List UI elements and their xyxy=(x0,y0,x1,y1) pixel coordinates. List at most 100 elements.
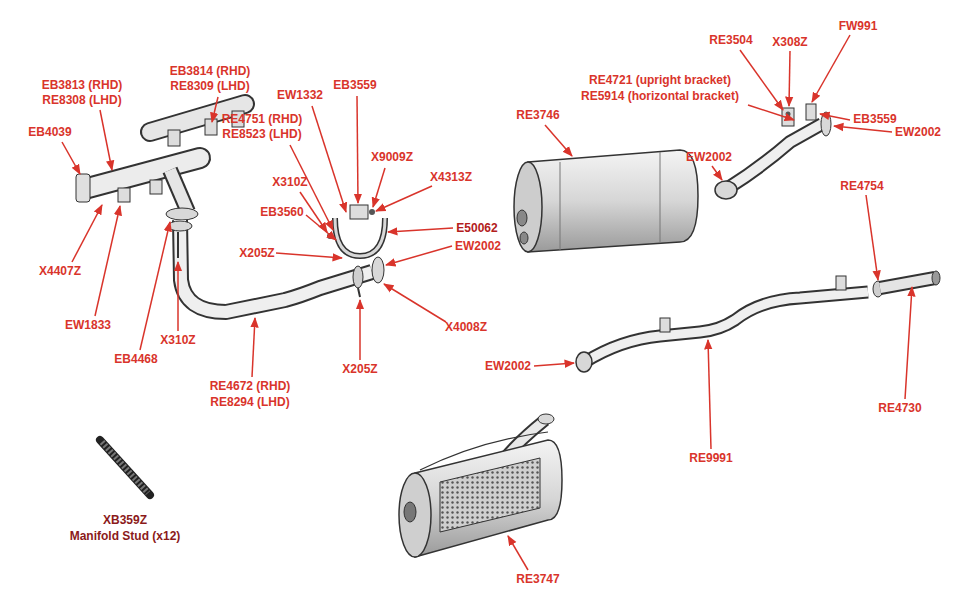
muffler-end xyxy=(399,473,431,557)
leader-line xyxy=(748,105,794,120)
leader-lines xyxy=(62,35,912,570)
stud-thread xyxy=(102,442,148,493)
bracket-plate xyxy=(350,205,368,219)
leader-line xyxy=(740,50,783,110)
part-number: X4008Z xyxy=(445,320,487,334)
stud xyxy=(177,232,179,258)
part-number: EB4039 xyxy=(28,125,71,139)
rear-muffler xyxy=(399,414,562,557)
leader-line xyxy=(373,168,385,207)
down-pipe xyxy=(168,205,385,312)
part-number: EW1833 xyxy=(65,318,111,332)
part-number: EB3559 xyxy=(853,112,896,126)
leader-line xyxy=(177,262,179,331)
muffler-end xyxy=(514,162,542,252)
part-number: EW2002 xyxy=(485,359,531,373)
part-number: X4313Z xyxy=(430,170,472,184)
part-number: RE5914 (horizontal bracket) xyxy=(581,89,739,103)
part-number: EB3813 (RHD) xyxy=(42,78,123,92)
pipe xyxy=(585,292,868,362)
leader-line xyxy=(712,166,722,180)
seam xyxy=(660,152,661,243)
leader-line xyxy=(252,318,255,377)
seam xyxy=(560,162,561,250)
tailpipe xyxy=(880,278,935,288)
leader-line xyxy=(95,206,120,316)
part-number: RE8308 (LHD) xyxy=(42,93,121,107)
part-number: X4407Z xyxy=(39,264,81,278)
pipe-flange xyxy=(576,352,592,372)
leader-line xyxy=(140,222,170,350)
leader-line xyxy=(545,125,572,156)
leader-line xyxy=(388,228,453,232)
part-number: RE4672 (RHD) xyxy=(210,379,291,393)
clamp xyxy=(353,266,363,288)
leader-line xyxy=(708,340,711,449)
leader-line xyxy=(834,126,892,132)
part-number: RE4730 xyxy=(878,401,921,415)
bolt xyxy=(369,209,375,215)
bracket xyxy=(335,218,385,256)
intermediate-pipe xyxy=(715,104,831,199)
manifold-port xyxy=(150,180,162,194)
part-number: RE9991 xyxy=(689,451,732,465)
rear-pipe xyxy=(576,271,940,372)
part-number: EW2002 xyxy=(686,150,732,164)
part-number: RE3747 xyxy=(516,572,559,586)
part-number: RE4721 (upright bracket) xyxy=(589,73,731,87)
perforated-core xyxy=(440,458,540,532)
leader-line xyxy=(212,97,218,122)
bolt xyxy=(358,288,360,297)
muffler-outlet xyxy=(404,502,416,522)
part-number: RE3746 xyxy=(516,108,559,122)
manifold-flange xyxy=(76,174,90,202)
part-number: EW2002 xyxy=(895,125,941,139)
stud-caption: Manifold Stud (x12) xyxy=(70,529,181,543)
pipe-flange xyxy=(372,257,384,283)
part-number: EB3559 xyxy=(333,78,376,92)
leader-line xyxy=(866,195,878,280)
part-number: EW1332 xyxy=(277,88,323,102)
part-number: EB4468 xyxy=(114,352,157,366)
nut xyxy=(786,112,791,117)
front-manifold xyxy=(76,158,200,220)
part-number: RE3504 xyxy=(709,33,752,47)
leader-line xyxy=(62,142,80,174)
part-number: X310Z xyxy=(272,175,307,189)
leader-line xyxy=(276,253,342,258)
leader-line xyxy=(905,287,912,399)
part-number: E50062 xyxy=(456,221,497,235)
stud xyxy=(100,440,150,495)
part-number: X308Z xyxy=(772,35,807,49)
bracket xyxy=(806,104,816,120)
shell-cut xyxy=(420,432,548,470)
leader-line xyxy=(100,110,112,170)
leader-line xyxy=(376,186,432,211)
tailpipe xyxy=(880,278,935,288)
part-number: RE8523 (LHD) xyxy=(222,127,301,141)
pipe-flange xyxy=(168,221,192,231)
leader-line xyxy=(534,363,574,366)
part-number: X205Z xyxy=(342,362,377,376)
part-number: EB3560 xyxy=(260,205,303,219)
muffler-shell xyxy=(415,440,562,557)
leader-line xyxy=(384,284,446,322)
muffler-inlet xyxy=(517,210,527,226)
part-number: EW2002 xyxy=(455,239,501,253)
pipe-flange xyxy=(715,181,737,199)
muffler xyxy=(514,150,698,252)
pipe xyxy=(728,124,822,188)
leader-line xyxy=(72,205,102,262)
manifold-port xyxy=(118,188,130,202)
leader-line xyxy=(359,300,361,360)
pipe xyxy=(728,124,822,188)
manifold-stud xyxy=(100,440,150,495)
pipe-flange xyxy=(538,414,554,424)
manifold-port xyxy=(205,119,217,135)
part-number: X310Z xyxy=(160,333,195,347)
pipe xyxy=(180,220,372,312)
muffler-body xyxy=(528,150,698,252)
leader-line xyxy=(508,536,528,570)
leader-line xyxy=(812,35,850,102)
